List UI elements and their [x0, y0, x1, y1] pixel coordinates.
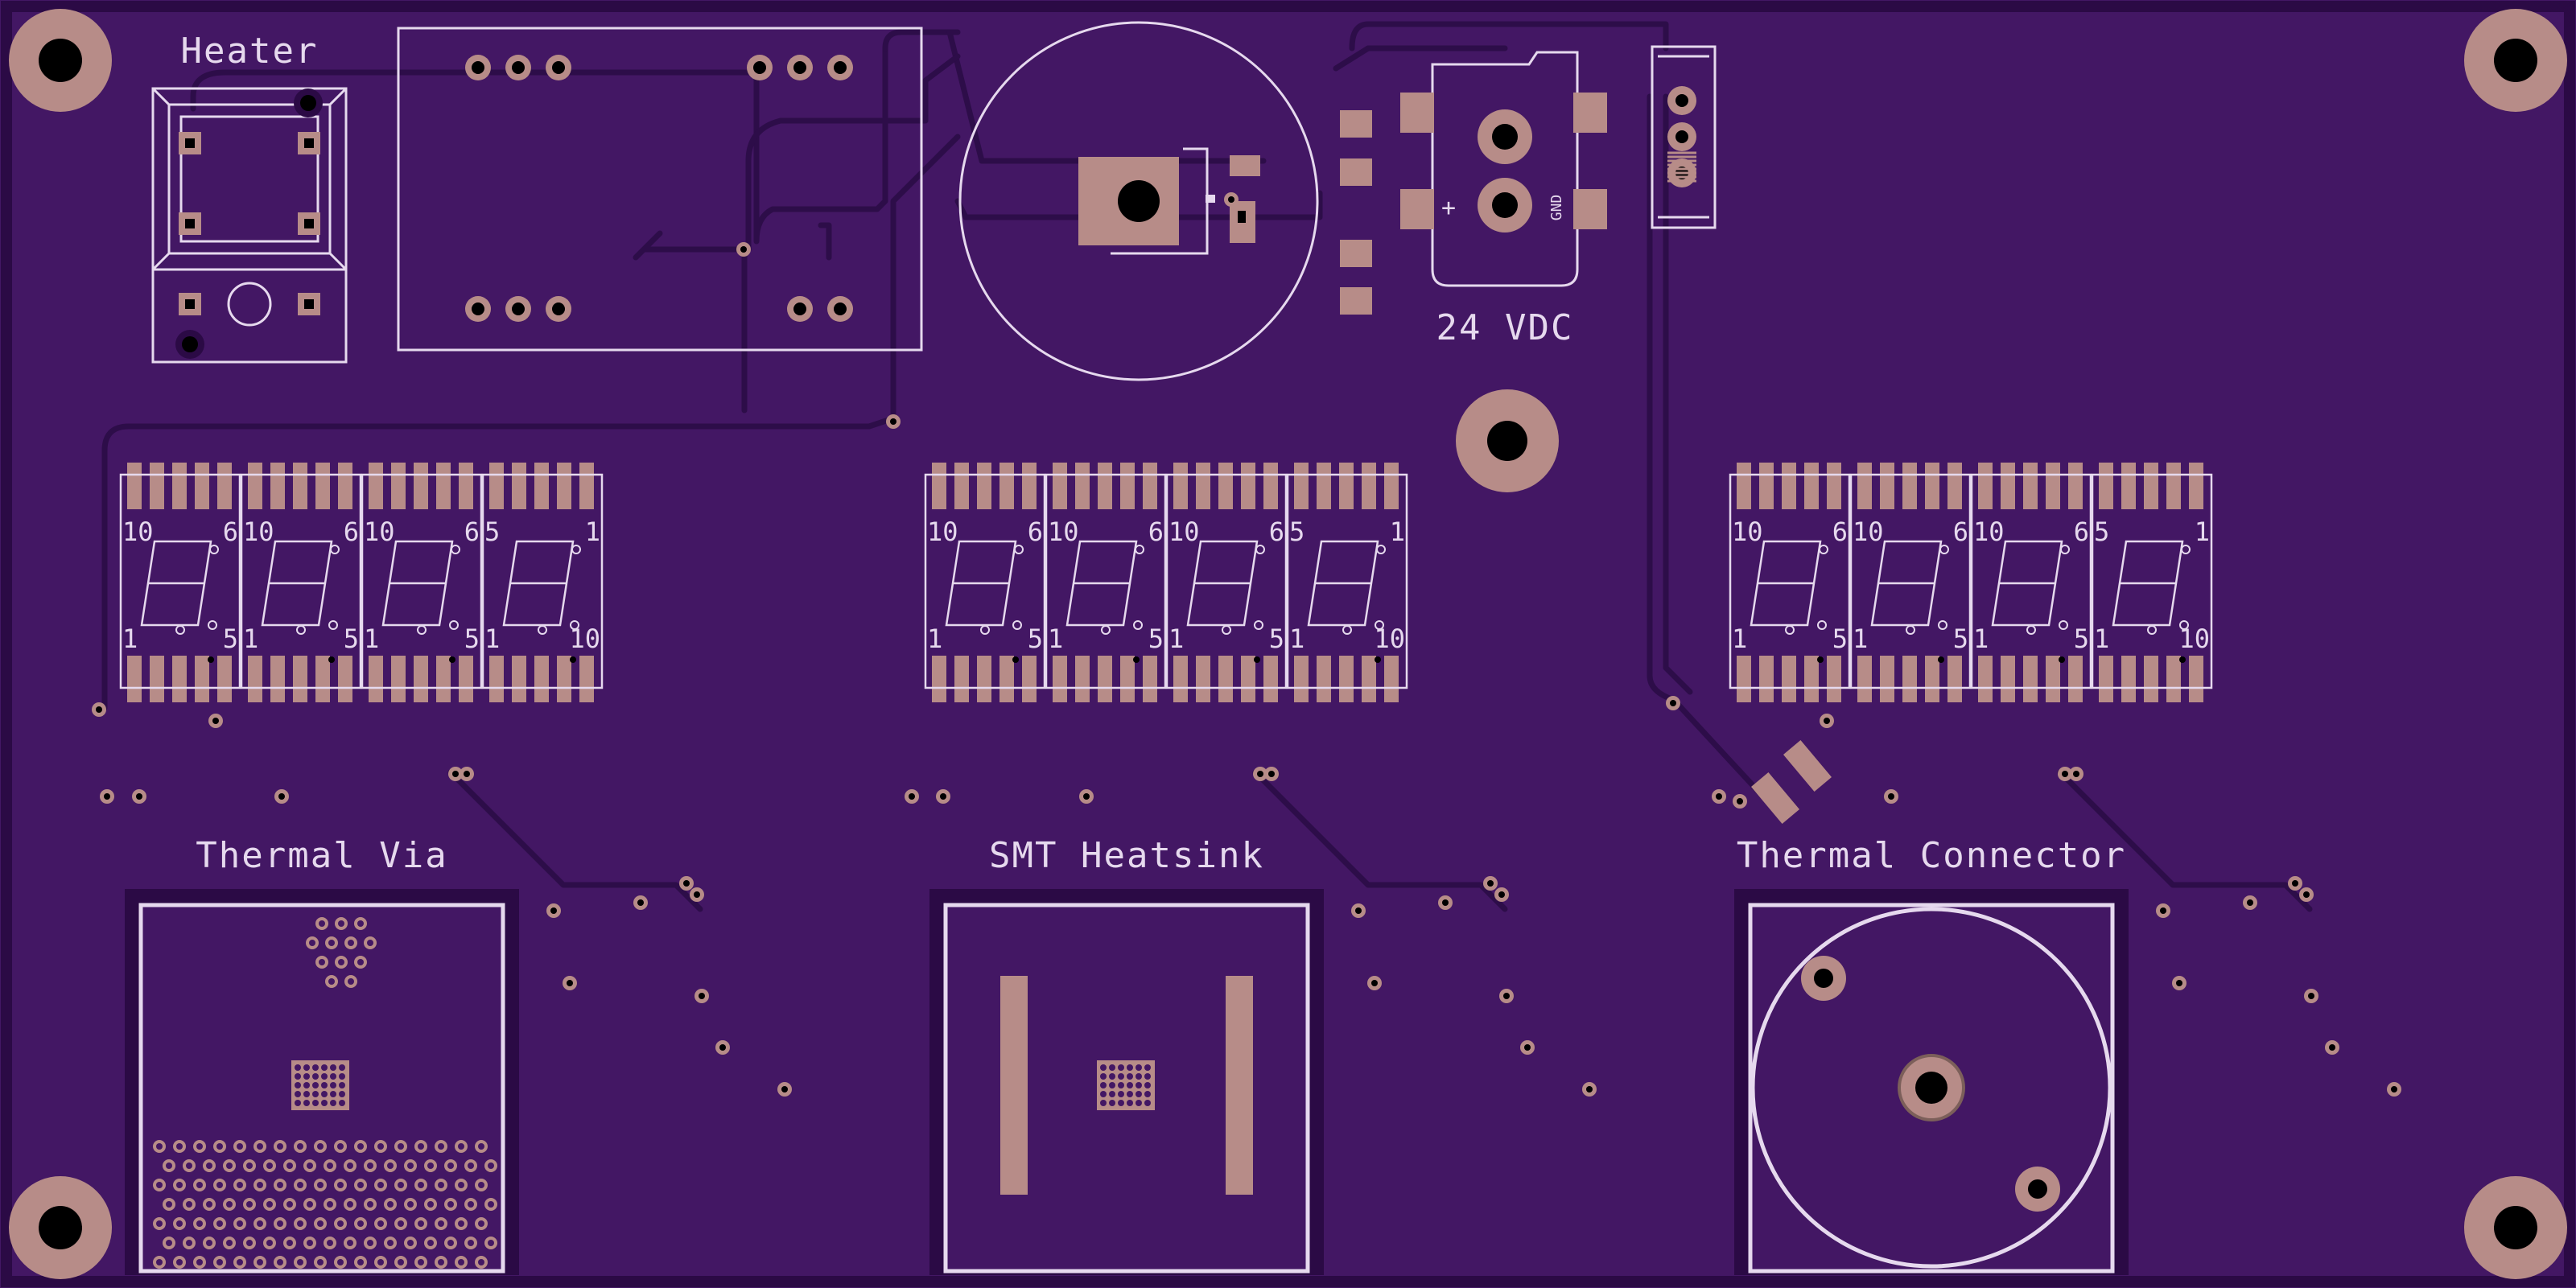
pin-label: 5 [1269, 623, 1284, 654]
gnd-label: GND [1548, 195, 1565, 221]
signal-vias [92, 192, 2401, 1097]
pin-label: 6 [223, 516, 238, 547]
pin-label: 5 [1289, 516, 1304, 547]
thermal-via-label: Thermal Via [196, 835, 447, 876]
pin-label: 1 [1390, 516, 1405, 547]
pin-label: 6 [464, 516, 480, 547]
power-label: 24 VDC [1436, 307, 1574, 348]
pin-label: 1 [364, 623, 379, 654]
pin-label: 10 [1853, 516, 1884, 547]
angled-smd-pads [1750, 740, 1832, 824]
pin-label: 5 [1953, 623, 1968, 654]
seven-segment-display-icon: 10 6 1 5 [1849, 463, 1972, 702]
pin-label: 10 [927, 516, 958, 547]
pin-label: 6 [1028, 516, 1043, 547]
heater-footprint: Heater [151, 31, 348, 364]
pin-label: 6 [2074, 516, 2089, 547]
heater-label: Heater [181, 31, 319, 72]
seven-segment-display-icon: 10 6 1 5 [924, 463, 1046, 702]
thermal-via-block [125, 889, 519, 1275]
seven-segment-display-icon: 5 1 1 10 [2091, 463, 2213, 702]
fan-footprint [958, 21, 1319, 381]
pin-label: 1 [927, 623, 942, 654]
pin-label: 10 [122, 516, 154, 547]
pin-label: 5 [344, 623, 359, 654]
pin-label: 10 [1048, 516, 1079, 547]
pin-label: 6 [1148, 516, 1164, 547]
pin-label: 6 [1832, 516, 1848, 547]
pin-label: 5 [1148, 623, 1164, 654]
smt-heatsink-block [929, 889, 1324, 1275]
fan-pad-small [1230, 155, 1260, 176]
pin-label: 10 [243, 516, 274, 547]
pin-label: 1 [1289, 623, 1304, 654]
pin-label: 10 [569, 623, 600, 654]
pin-label: 1 [484, 623, 500, 654]
seven-segment-display-icon: 10 6 1 5 [1729, 463, 1851, 702]
pin-label: 10 [364, 516, 395, 547]
seven-segment-display-icon: 10 6 1 5 [361, 463, 483, 702]
pin-label: 5 [2074, 623, 2089, 654]
pin-label: 1 [1168, 623, 1184, 654]
seven-segment-display-icon: 10 6 1 5 [240, 463, 362, 702]
plus-label: + [1441, 194, 1456, 222]
pin-label: 6 [1269, 516, 1284, 547]
vertical-connector [1651, 45, 1717, 229]
mounting-holes [9, 9, 2567, 1279]
seven-segment-display-icon: 5 1 1 10 [481, 463, 604, 702]
pin-label: 1 [1048, 623, 1063, 654]
smt-heatsink-label: SMT Heatsink [989, 835, 1264, 876]
thermal-connector-block [1734, 889, 2129, 1275]
pin-label: 10 [2178, 623, 2210, 654]
pin-label: 1 [1973, 623, 1989, 654]
pin-label: 10 [1168, 516, 1200, 547]
relay-outline [397, 27, 923, 352]
pin-label: 1 [2195, 516, 2210, 547]
seven-segment-display-icon: 10 6 1 5 [119, 463, 241, 702]
pin-label: 1 [1732, 623, 1747, 654]
seven-segment-display-icon: 10 6 1 5 [1045, 463, 1167, 702]
thermal-connector-label: Thermal Connector [1737, 835, 2126, 876]
seven-segment-display-icon: 10 6 1 5 [1165, 463, 1288, 702]
pin-label: 1 [243, 623, 258, 654]
seven-segment-display-icon: 10 6 1 5 [1970, 463, 2092, 702]
seven-segment-display-icon: 5 1 1 10 [1286, 463, 1408, 702]
pin-label: 6 [1953, 516, 1968, 547]
pin-label: 10 [1973, 516, 2005, 547]
pin-label: 5 [2094, 516, 2109, 547]
pin-label: 5 [223, 623, 238, 654]
pin-label: 5 [1028, 623, 1043, 654]
pin-label: 5 [484, 516, 500, 547]
pin-label: 5 [464, 623, 480, 654]
pin-label: 1 [122, 623, 138, 654]
pin-label: 6 [344, 516, 359, 547]
center-mount [1456, 389, 1559, 492]
pin-label: 1 [1853, 623, 1868, 654]
power-connector: + GND 24 VDC [1340, 51, 1607, 348]
pin-label: 10 [1374, 623, 1405, 654]
pin-label: 1 [2094, 623, 2109, 654]
pin-label: 5 [1832, 623, 1848, 654]
pin-label: 1 [585, 516, 600, 547]
pin-label: 10 [1732, 516, 1763, 547]
